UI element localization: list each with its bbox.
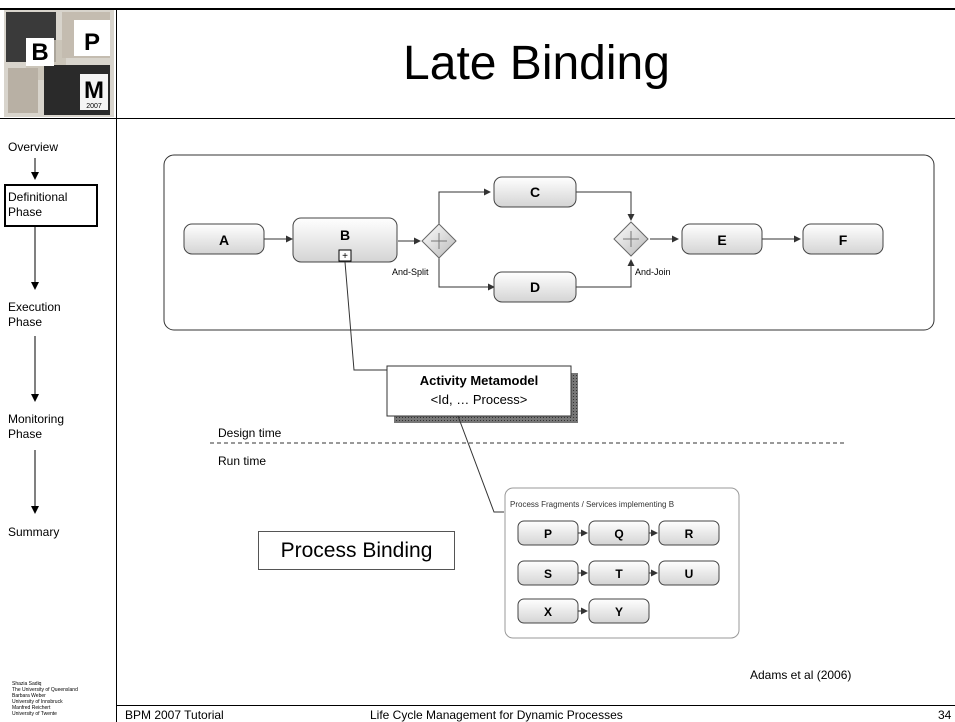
footer-left: BPM 2007 Tutorial — [125, 708, 224, 722]
fragment-label-s: S — [544, 567, 552, 581]
sidebar-item-monitoring-phase[interactable]: Monitoring Phase — [8, 412, 65, 441]
fragment-label-y: Y — [615, 605, 623, 619]
and-join-label: And-Join — [635, 267, 671, 277]
bpm-logo: B P M 2007 — [4, 10, 114, 117]
fragment-node-r — [658, 520, 720, 546]
process-binding-label: Process Binding — [258, 531, 455, 570]
authors-block: Shazia Sadiq The University of Queenslan… — [12, 681, 78, 717]
fragment-label-p: P — [544, 527, 552, 541]
footer-center: Life Cycle Management for Dynamic Proces… — [370, 708, 623, 722]
activity-metamodel-box — [386, 365, 572, 417]
top-border — [0, 8, 955, 10]
edge-split-c — [438, 188, 491, 224]
sidebar-item-definitional-phase[interactable]: Definitional Phase — [8, 190, 68, 219]
sidebar-divider — [116, 8, 117, 722]
process-container — [163, 154, 935, 331]
node-f — [802, 223, 884, 255]
footer-divider — [116, 705, 955, 706]
and-split-plus-icon — [431, 233, 447, 249]
node-a — [183, 223, 265, 255]
connector-b-to-metamodel — [344, 261, 388, 371]
node-e — [681, 223, 763, 255]
header-divider — [0, 118, 955, 119]
sidebar-item-summary[interactable]: Summary — [8, 525, 60, 539]
citation: Adams et al (2006) — [750, 668, 851, 682]
design-time-label: Design time — [218, 426, 282, 440]
and-split-label: And-Split — [392, 267, 429, 277]
author-line: University of Twente — [12, 711, 57, 717]
sidebar-item-execution-phase[interactable]: Execution Phase — [8, 300, 61, 329]
fragments-title: Process Fragments / Services implementin… — [510, 500, 674, 509]
late-binding-diagram: A B + C D E F And-Split And-Join Activit… — [163, 154, 935, 682]
node-c-label: C — [530, 184, 540, 200]
fragment-label-x: X — [544, 605, 552, 619]
logo-letter-m: M — [84, 77, 104, 104]
connector-metamodel-to-fragments — [457, 415, 504, 513]
slide-title: Late Binding — [403, 36, 670, 90]
metamodel-subtitle: <Id, … Process> — [431, 392, 528, 407]
sidebar-current-highlight — [4, 184, 98, 227]
node-a-label: A — [219, 232, 229, 248]
edge-d-join — [576, 259, 635, 288]
subprocess-marker-label: + — [342, 251, 348, 262]
fragment-label-u: U — [685, 567, 694, 581]
fragment-node-y — [588, 598, 650, 624]
fragment-node-u — [658, 560, 720, 586]
author-line: Barbara Weber — [12, 693, 46, 699]
node-c — [493, 176, 577, 208]
fragment-label-r: R — [685, 527, 694, 541]
node-b-label: B — [340, 227, 350, 243]
fragment-label-q: Q — [614, 527, 623, 541]
logo-letter-p: P — [84, 29, 100, 56]
sidebar-arrows — [31, 158, 39, 514]
author-line: Shazia Sadiq — [12, 681, 42, 687]
node-d — [493, 271, 577, 303]
metamodel-title: Activity Metamodel — [420, 373, 538, 388]
author-line: The University of Queensland — [12, 687, 78, 693]
page-number: 34 — [938, 708, 952, 722]
sidebar-item-overview[interactable]: Overview — [8, 140, 59, 154]
subprocess-marker — [338, 249, 352, 262]
logo-year: 2007 — [86, 103, 102, 110]
edge-split-d — [438, 258, 495, 291]
node-e-label: E — [717, 232, 726, 248]
fragment-label-t: T — [615, 567, 623, 581]
node-d-label: D — [530, 279, 540, 295]
author-line: Manfred Reichert — [12, 705, 51, 711]
edge-c-join — [576, 191, 635, 221]
and-join-plus-icon — [623, 231, 639, 247]
logo-letter-b: B — [31, 39, 48, 66]
run-time-label: Run time — [218, 454, 266, 468]
author-line: University of Innsbruck — [12, 699, 63, 705]
node-f-label: F — [839, 232, 848, 248]
